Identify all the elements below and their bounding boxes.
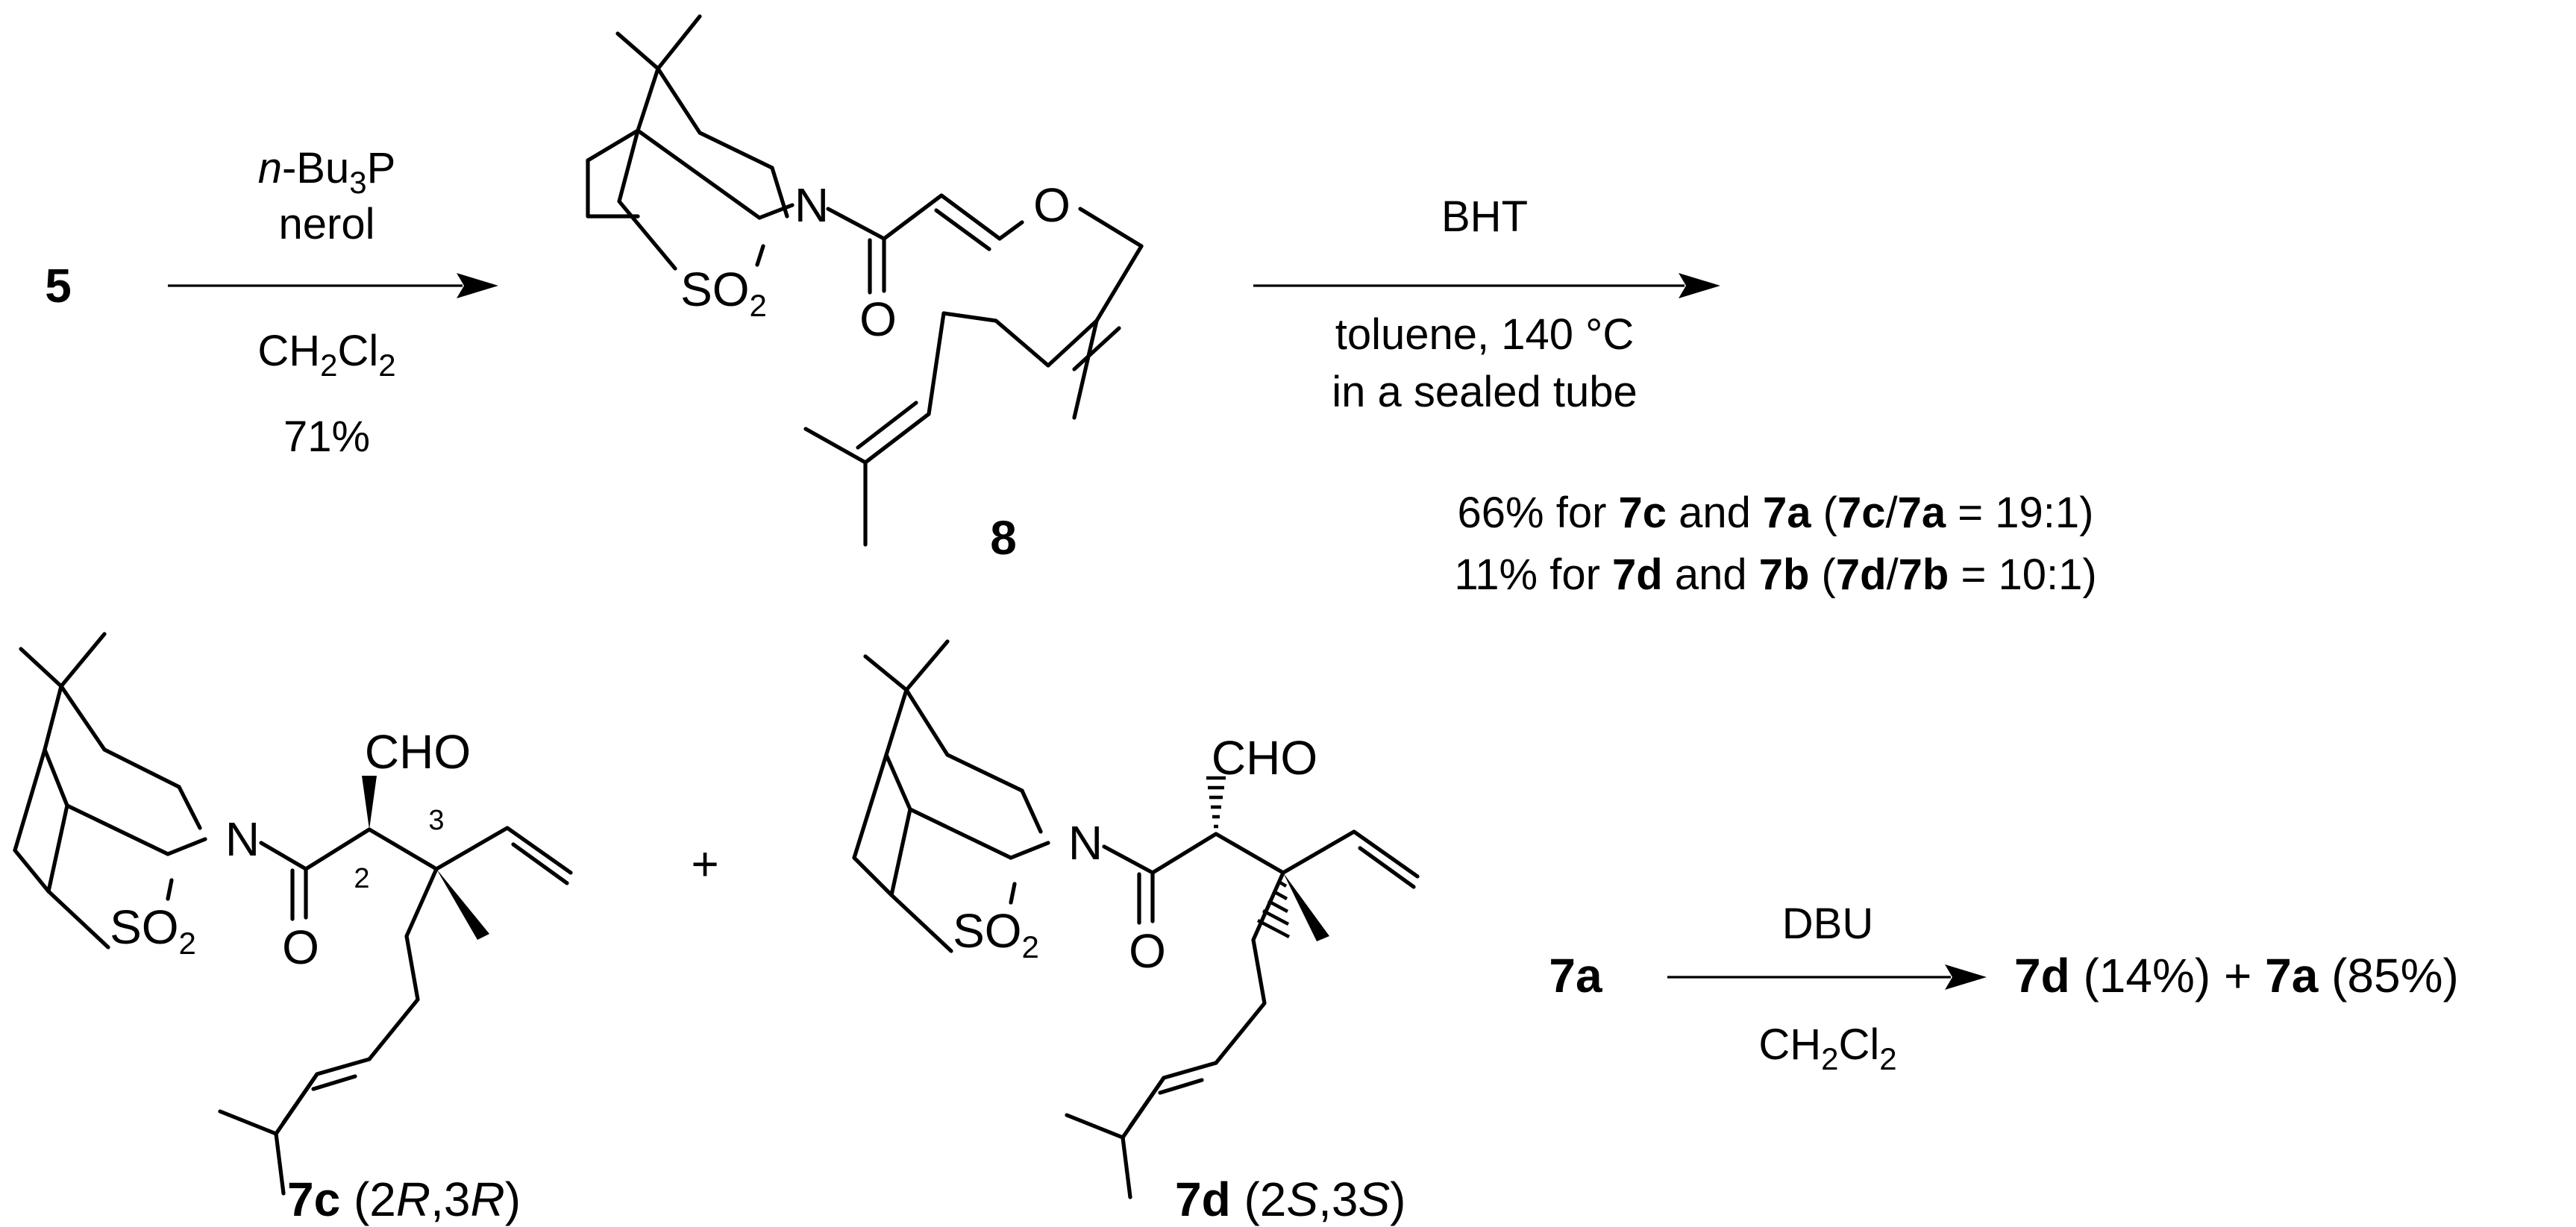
compound-7c-label: 7c (2R,3R) bbox=[287, 1173, 521, 1226]
compound-5-label: 5 bbox=[45, 259, 72, 313]
atom-SO2-8: SO2 bbox=[680, 263, 767, 323]
atom-N-8: N bbox=[795, 178, 829, 232]
atom-N-7c: N bbox=[225, 812, 260, 866]
locant-3-7c: 3 bbox=[428, 805, 444, 836]
reaction-arrow-2 bbox=[1253, 273, 1720, 298]
reagent-nBu3P: n-Bu3P bbox=[258, 144, 396, 200]
reagent-DBU: DBU bbox=[1782, 900, 1873, 948]
atom-N-7d: N bbox=[1068, 816, 1103, 870]
locant-2-7c: 2 bbox=[354, 863, 369, 894]
reagent-BHT: BHT bbox=[1441, 192, 1528, 241]
atom-SO2-7c: SO2 bbox=[110, 900, 196, 961]
wedge-bond-7c-C3 bbox=[436, 869, 489, 940]
atom-CHO-7d: CHO bbox=[1212, 731, 1317, 785]
compound-7d-structure bbox=[852, 639, 1420, 1199]
compound-7d-label: 7d (2S,3S) bbox=[1175, 1173, 1405, 1226]
conditions-line2: in a sealed tube bbox=[1332, 368, 1638, 416]
hash-bond-7d-C3 bbox=[1256, 880, 1291, 938]
solvent-ch2cl2-3: CH2Cl2 bbox=[1758, 1020, 1896, 1076]
compound-8-label: 8 bbox=[990, 511, 1017, 565]
atom-SO2-7d: SO2 bbox=[953, 904, 1039, 964]
yield-71: 71% bbox=[283, 412, 370, 461]
atom-O-7c: O bbox=[282, 920, 319, 974]
wedge-bond-7c-C2 bbox=[362, 776, 377, 829]
result-line2: 11% for 7d and 7b (7d/7b = 10:1) bbox=[1454, 550, 2096, 599]
atom-O-7d: O bbox=[1129, 924, 1166, 978]
epimerization-products: 7d (14%) + 7a (85%) bbox=[2014, 949, 2459, 1002]
conditions-line1: toluene, 140 °C bbox=[1335, 310, 1634, 359]
reagent-nerol: nerol bbox=[279, 200, 375, 248]
plus-sign: + bbox=[691, 837, 718, 891]
reaction-arrow-1 bbox=[168, 273, 498, 298]
wedge-bond-7d-C3 bbox=[1283, 873, 1329, 941]
atom-O-8: O bbox=[1033, 178, 1071, 232]
reaction-arrow-3 bbox=[1667, 964, 1987, 990]
compound-7c-structure bbox=[13, 632, 573, 1196]
atom-O-carbonyl-8: O bbox=[859, 292, 897, 346]
atom-CHO-7c: CHO bbox=[365, 725, 471, 779]
hash-bond-7d-C2 bbox=[1206, 776, 1226, 829]
compound-7a-start: 7a bbox=[1549, 949, 1602, 1002]
solvent-ch2cl2-1: CH2Cl2 bbox=[257, 327, 395, 383]
result-line1: 66% for 7c and 7a (7c/7a = 19:1) bbox=[1458, 489, 2094, 537]
compound-8-structure bbox=[586, 14, 1144, 547]
